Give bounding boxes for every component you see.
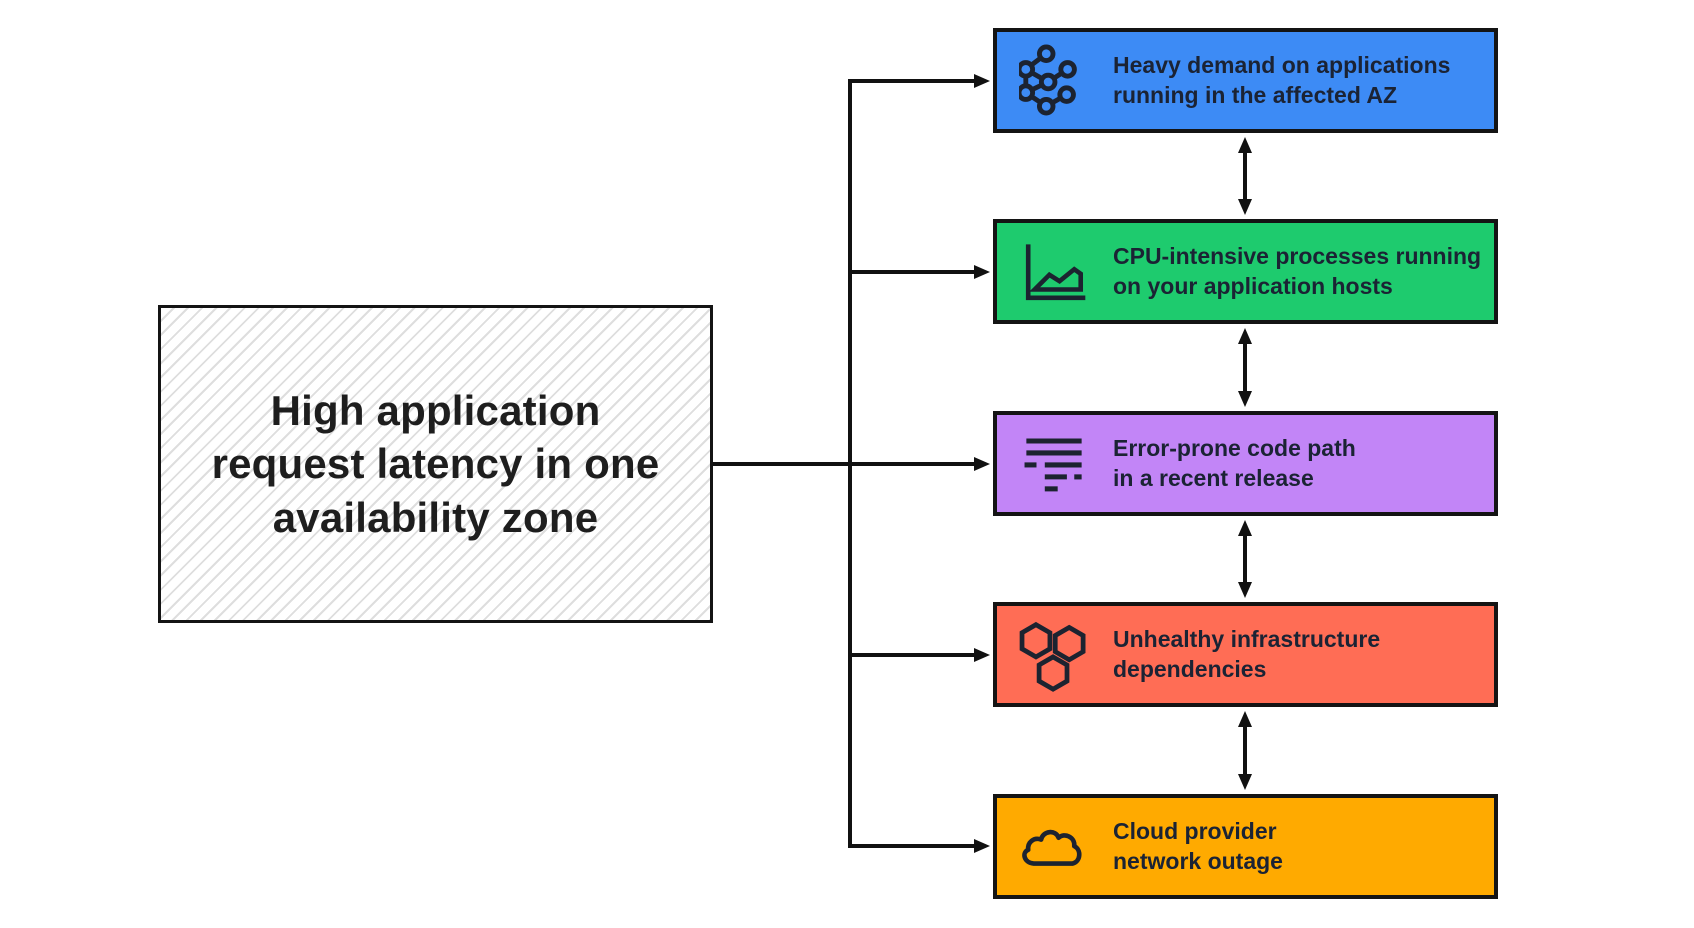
cause-label-error-prone-code: Error-prone code path in a recent releas… [1113,434,1356,491]
cause-label-unhealthy-dependencies: Unhealthy infrastructure dependencies [1113,625,1381,682]
network-graph-icon [1017,42,1091,120]
root-cause-box: High application request latency in one … [158,305,713,623]
cause-box-cloud-outage: Cloud provider network outage [993,794,1498,899]
cause-label-cpu-intensive: CPU-intensive processes running on your … [1113,242,1482,299]
code-lines-icon [1017,425,1091,503]
cause-box-cpu-intensive: CPU-intensive processes running on your … [993,219,1498,324]
cloud-icon [1017,808,1091,886]
cause-box-error-prone-code: Error-prone code path in a recent releas… [993,411,1498,516]
root-cause-label: High application request latency in one … [211,387,660,541]
cause-label-heavy-demand: Heavy demand on applications running in … [1113,51,1451,108]
cause-box-heavy-demand: Heavy demand on applications running in … [993,28,1498,133]
cause-label-cloud-outage: Cloud provider network outage [1113,817,1283,874]
cause-box-unhealthy-dependencies: Unhealthy infrastructure dependencies [993,602,1498,707]
area-chart-icon [1017,233,1091,311]
hexagons-icon [1017,616,1091,694]
